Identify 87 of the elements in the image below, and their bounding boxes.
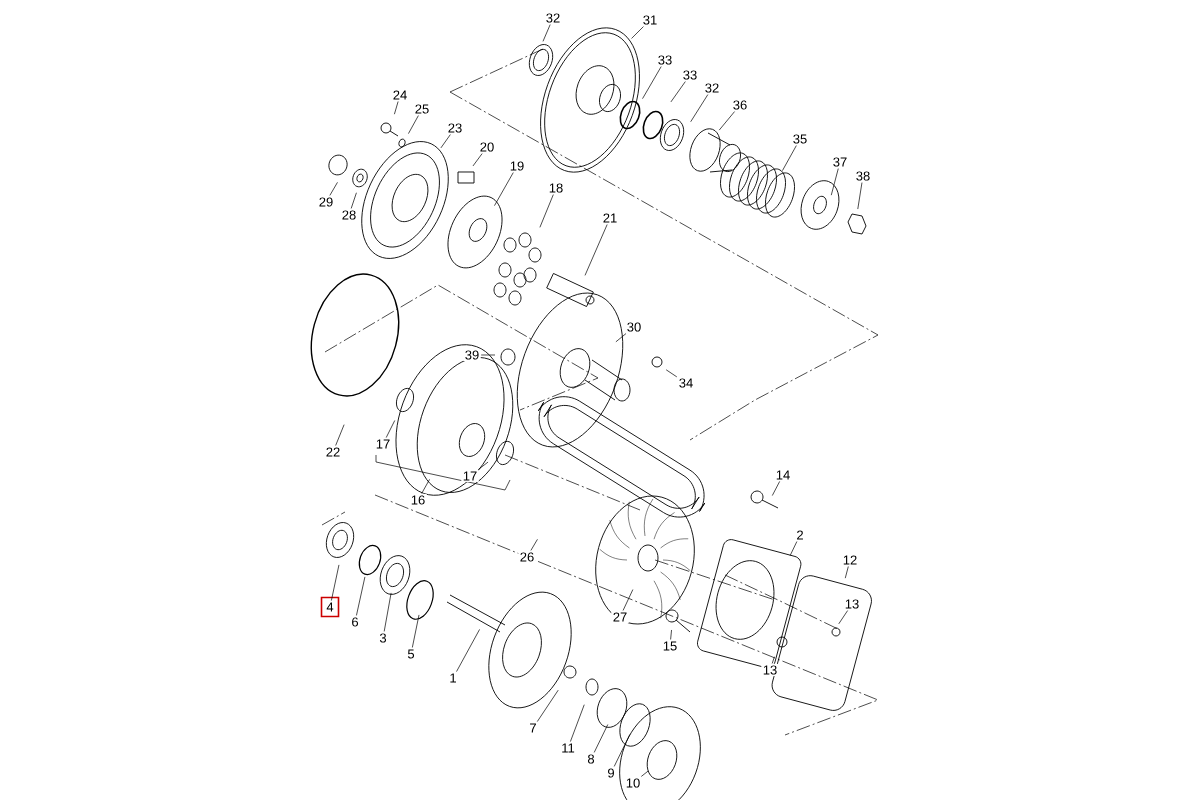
- callout-number: 16: [409, 493, 427, 507]
- callout-number: 32: [703, 81, 721, 95]
- leader-line: [329, 181, 338, 196]
- callout-number: 34: [677, 376, 695, 390]
- leader-line: [718, 111, 735, 131]
- leader-line: [838, 610, 848, 625]
- leader-line: [542, 24, 551, 42]
- callout-number: 21: [601, 211, 619, 225]
- callout-number: 24: [391, 88, 409, 102]
- leader-line: [385, 420, 396, 438]
- callout-number: 4: [324, 601, 336, 613]
- callout-number: 11: [559, 742, 577, 754]
- callout-number: 17: [374, 438, 392, 450]
- leader-line: [584, 224, 608, 276]
- leader-line: [857, 182, 863, 210]
- callout-number: 26: [518, 550, 536, 564]
- callout-number: 12: [841, 553, 859, 567]
- callout-number: 3: [377, 631, 389, 645]
- highlight-frame: [320, 596, 340, 618]
- leader-line: [670, 81, 686, 103]
- callout-number: 13: [843, 597, 861, 611]
- leader-line: [383, 592, 392, 632]
- leader-line: [830, 168, 839, 196]
- callout-number: 7: [527, 722, 539, 734]
- callout-number: 30: [625, 320, 643, 334]
- leader-line: [593, 724, 609, 753]
- leader-line: [394, 101, 399, 115]
- leader-line: [670, 629, 672, 640]
- callout-number: 6: [349, 615, 361, 629]
- callout-number: 10: [624, 776, 642, 790]
- callout-number: 28: [340, 208, 358, 222]
- callout-number: 27: [611, 610, 629, 624]
- leader-line: [477, 461, 489, 470]
- leader-line: [631, 26, 644, 39]
- callout-number: 22: [324, 445, 342, 459]
- leader-line: [615, 333, 627, 343]
- leader-line: [411, 614, 420, 648]
- callout-number: 15: [661, 639, 679, 653]
- callout-number: 17: [461, 470, 479, 482]
- callout-number: 38: [854, 169, 872, 183]
- callout-number: 1: [447, 672, 459, 684]
- leader-line: [665, 369, 678, 378]
- leader-line: [782, 145, 797, 171]
- leader-line: [613, 734, 631, 767]
- callout-number: 23: [446, 121, 464, 135]
- callout-number: 31: [641, 13, 659, 27]
- leader-line: [530, 538, 538, 551]
- leader-line: [335, 424, 345, 446]
- callout-number: 2: [794, 528, 806, 542]
- callout-number: 36: [731, 98, 749, 112]
- callout-number: 9: [605, 766, 617, 780]
- leader-line: [771, 481, 780, 496]
- leader-line: [356, 576, 366, 616]
- leader-line: [844, 566, 849, 579]
- leader-line: [456, 629, 480, 672]
- callout-number: 25: [413, 102, 431, 116]
- callout-number: 35: [791, 132, 809, 146]
- callout-number: 19: [508, 159, 526, 173]
- leader-line: [472, 153, 483, 167]
- leader-line: [570, 704, 585, 742]
- leader-line: [408, 115, 419, 134]
- leader-line: [536, 689, 559, 722]
- leader-line: [350, 192, 357, 209]
- leader-line: [440, 134, 451, 149]
- leader-line: [789, 541, 798, 556]
- callout-number: 5: [405, 647, 417, 661]
- callout-number: 14: [774, 469, 792, 481]
- leader-line: [331, 564, 340, 601]
- leader-line: [480, 354, 496, 356]
- callout-number: 37: [831, 155, 849, 169]
- leader-line: [494, 172, 514, 206]
- callout-number: 33: [656, 53, 674, 67]
- callout-number: 13: [761, 663, 779, 677]
- callout-number: 18: [547, 181, 565, 195]
- leader-line: [771, 656, 775, 664]
- leader-line: [421, 479, 430, 494]
- callout-number: 20: [478, 140, 496, 154]
- leader-line: [622, 589, 634, 611]
- leader-line: [539, 194, 554, 228]
- callout-number: 39: [463, 348, 481, 362]
- callout-number: 33: [681, 68, 699, 82]
- callout-number: 8: [585, 752, 597, 766]
- leader-line: [642, 66, 662, 100]
- leader-line: [690, 94, 709, 123]
- leader-line: [640, 770, 649, 777]
- callout-number: 32: [544, 11, 562, 25]
- callout-number: 29: [317, 195, 335, 209]
